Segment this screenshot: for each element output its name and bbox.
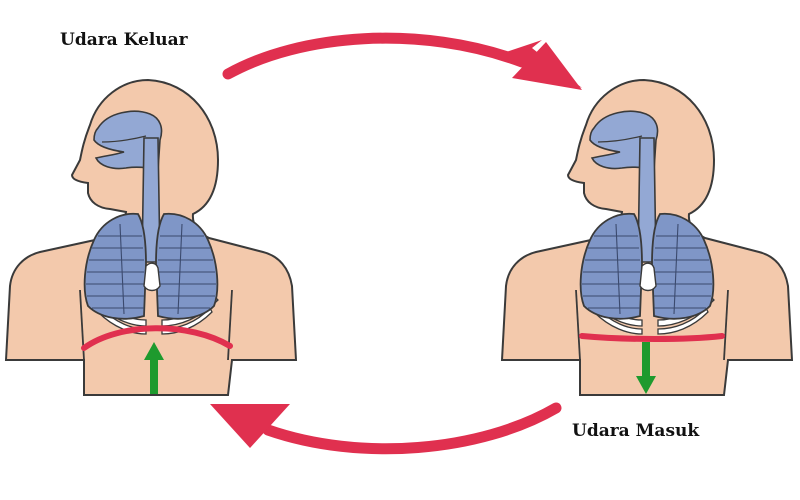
air-in-label: Udara Masuk bbox=[572, 421, 700, 441]
figure-exhale bbox=[5, 79, 297, 396]
diaphragm-flat bbox=[579, 333, 725, 342]
cycle-arrow-top bbox=[222, 32, 582, 90]
diaphragm-domed bbox=[81, 325, 233, 351]
cycle-arrow-bottom bbox=[210, 402, 562, 455]
figure-inhale bbox=[501, 79, 793, 396]
air-out-label: Udara Keluar bbox=[60, 30, 188, 50]
